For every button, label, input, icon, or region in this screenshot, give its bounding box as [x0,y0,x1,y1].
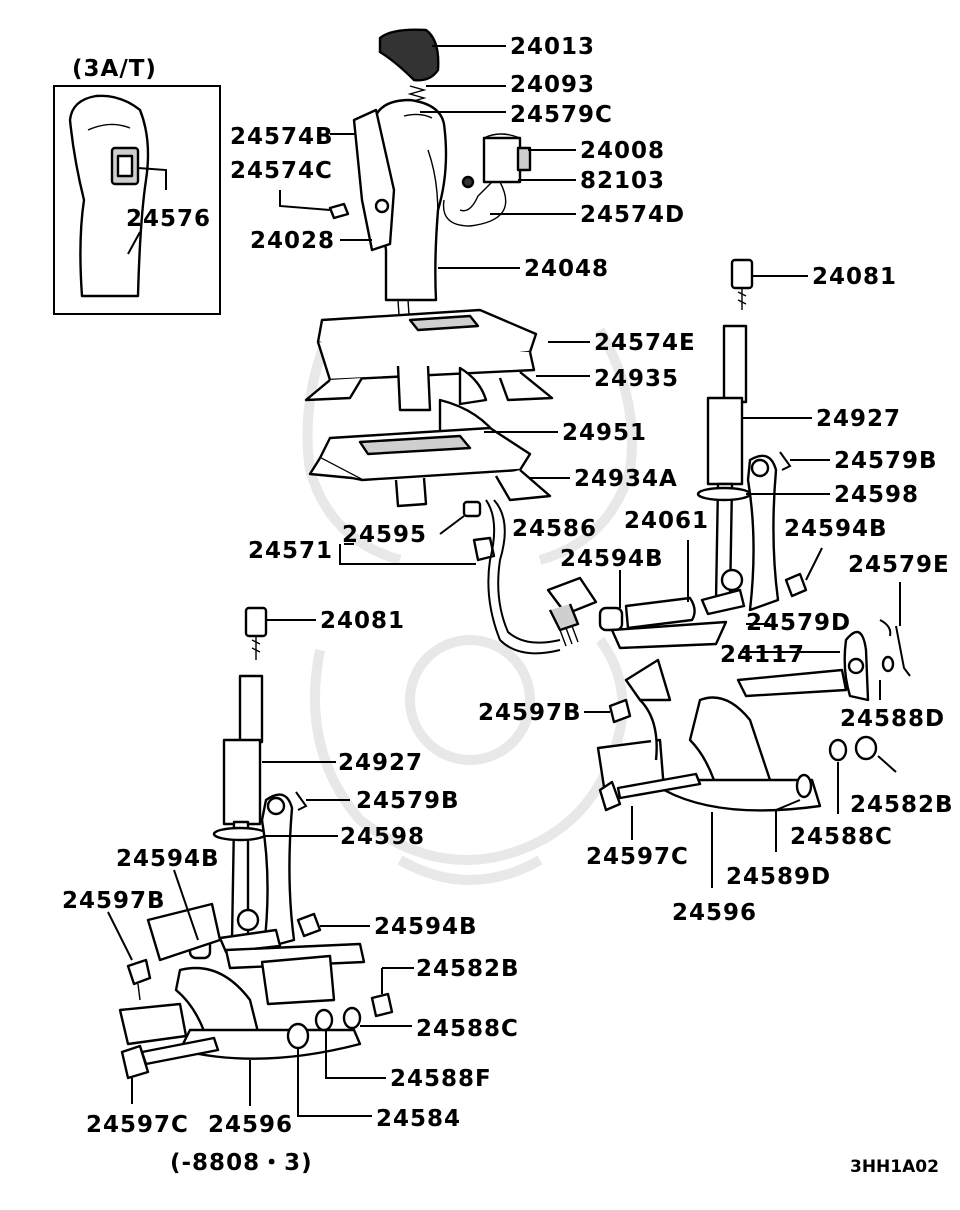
right-lever-assembly [696,258,808,616]
label-24574E: 24574E [594,330,696,356]
label-24934A: 24934A [574,466,678,492]
inset-frame [53,85,221,315]
collar-24061 [598,596,696,632]
label-24597C-right: 24597C [586,844,689,870]
label-24571: 24571 [248,538,333,564]
watermark-emblem [302,327,637,885]
label-24588D: 24588D [840,706,945,732]
solenoid-24008 [482,136,522,184]
label-24584: 24584 [376,1106,461,1132]
base-24596-left [118,902,394,1080]
label-24008: 24008 [580,138,665,164]
indicator-cover-24935 [304,308,554,412]
label-24117: 24117 [720,642,805,668]
base-24596-right [596,619,911,812]
label-24951: 24951 [562,420,647,446]
label-24598-left: 24598 [340,824,425,850]
label-24597B-left: 24597B [62,888,166,914]
label-24579B-right: 24579B [834,448,938,474]
part-labels: 24013 24093 24579C 24574B 24574C 24008 8… [62,34,954,1138]
label-24927-left: 24927 [338,750,423,776]
label-24582B-left: 24582B [416,956,520,982]
label-24579E: 24579E [848,552,950,578]
label-24081-right: 24081 [812,264,897,290]
bracket-24574B [352,108,396,252]
label-24093: 24093 [510,72,595,98]
label-24574D: 24574D [580,202,685,228]
label-24594B-left-lower: 24594B [374,914,478,940]
label-24597C-left: 24597C [86,1112,189,1138]
label-24594B-center: 24594B [560,546,664,572]
label-24927-right: 24927 [816,406,901,432]
label-24574C: 24574C [230,158,333,184]
label-24579B-left: 24579B [356,788,460,814]
label-24579C: 24579C [510,102,613,128]
label-24013: 24013 [510,34,595,60]
label-24028: 24028 [250,228,335,254]
label-24589D: 24589D [726,864,831,890]
label-24935: 24935 [594,366,679,392]
label-24588F: 24588F [390,1066,492,1092]
label-24048: 24048 [524,256,609,282]
connector-24586 [546,576,598,616]
label-24596-left: 24596 [208,1112,293,1138]
label-24586: 24586 [512,516,597,542]
label-24594B-left-upper: 24594B [116,846,220,872]
label-24579D: 24579D [746,610,851,636]
inset-3at: (3A/T) 24576 [53,56,221,315]
label-24594B-right: 24594B [784,516,888,542]
inset-shift-knob [68,94,150,298]
label-82103: 82103 [580,168,665,194]
inset-part-label: 24576 [126,206,211,232]
knob-24013 [378,28,440,82]
left-lever-assembly [188,606,322,960]
bracket-24934A [308,426,552,508]
label-24061: 24061 [624,508,709,534]
label-24595: 24595 [342,522,427,548]
diagram-code: 3HH1A02 [850,1157,939,1177]
label-24596-right: 24596 [672,900,757,926]
label-24574B: 24574B [230,124,334,150]
inset-title: (3A/T) [72,56,157,82]
leader-lines [107,45,901,1117]
wire-harness-24571 [462,499,598,655]
upper-shift-assembly [328,28,532,331]
label-24588C-right: 24588C [790,824,893,850]
label-24588C-left: 24588C [416,1016,519,1042]
serial-range: (-8808・3) [170,1150,313,1176]
label-24582B-right: 24582B [850,792,954,818]
label-24597B-right: 24597B [478,700,582,726]
label-24081-left: 24081 [320,608,405,634]
label-24598-right: 24598 [834,482,919,508]
